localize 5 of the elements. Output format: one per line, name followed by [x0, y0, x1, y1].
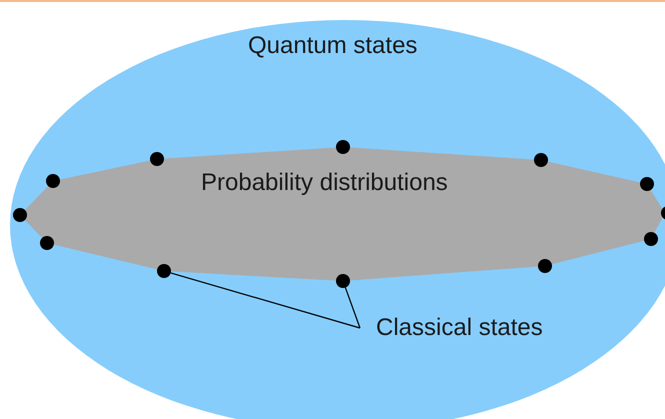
region-label: Probability distributions: [201, 169, 448, 197]
region-label: Classical states: [360, 312, 575, 344]
leader-line: [170, 272, 360, 329]
leader-line: [344, 287, 361, 328]
region-label: Quantum states: [248, 32, 418, 60]
